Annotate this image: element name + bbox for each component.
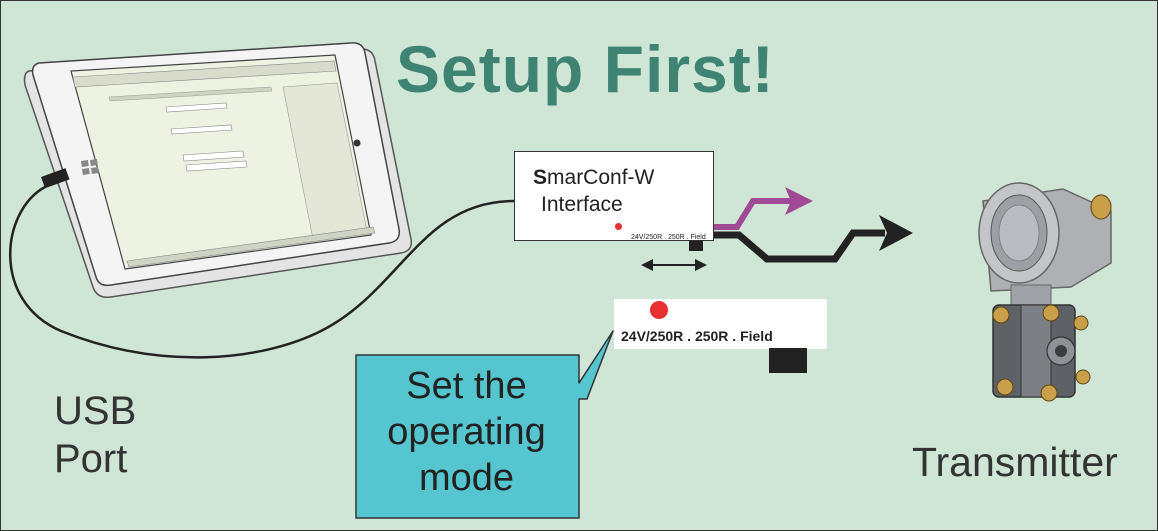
callout-line3: mode [418, 457, 515, 499]
callout-bubble [355, 330, 614, 519]
callout-line1: Set the [406, 365, 527, 407]
toggle-double-arrow [641, 259, 707, 271]
usb-cable [9, 185, 515, 359]
interface-box: SmarConf-W Interface 24V/250R . 250R . F… [514, 151, 714, 241]
callout-text: Set the operating mode [359, 363, 574, 501]
usb-port-label: USB Port [54, 387, 136, 483]
magenta-signal-arrow [714, 187, 813, 230]
interface-mode-label: 24V/250R . 250R . Field [631, 234, 706, 241]
usb-label-line2: Port [54, 437, 128, 481]
interface-name: SmarConf-W [533, 166, 654, 190]
mode-led-icon [650, 301, 668, 319]
interface-led-icon [615, 223, 622, 230]
interface-switch-icon [689, 241, 703, 251]
transmitter-illustration [978, 182, 1112, 402]
mode-switch-icon [769, 348, 807, 373]
mode-selector-panel: 24V/250R . 250R . Field [614, 299, 827, 349]
interface-subtitle: Interface [541, 193, 623, 216]
tablet-illustration [23, 42, 413, 299]
usb-label-line1: USB [54, 389, 137, 433]
dark-signal-arrow [714, 215, 913, 263]
callout-line2: operating [387, 411, 546, 453]
mode-selector-label: 24V/250R . 250R . Field [621, 328, 773, 344]
interface-name-initial: S [533, 166, 548, 189]
interface-name-rest: marConf-W [547, 166, 655, 189]
transmitter-label: Transmitter [912, 439, 1118, 485]
page-title: Setup First! [396, 32, 775, 106]
